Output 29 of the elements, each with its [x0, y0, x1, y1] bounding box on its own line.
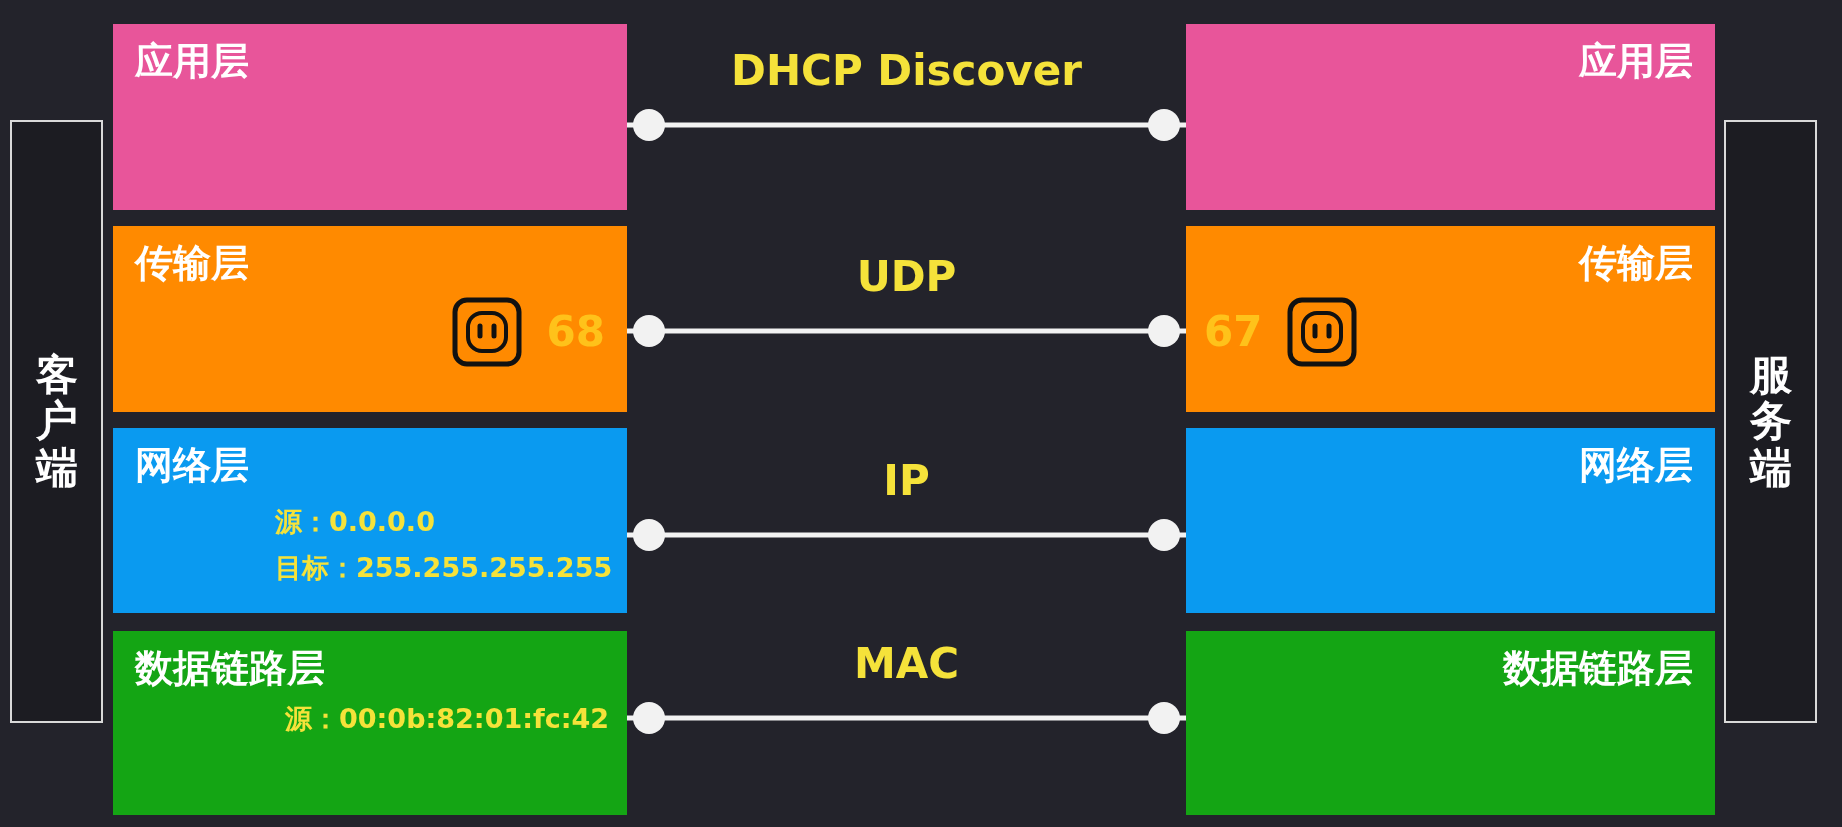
- layer-title: 应用层: [1579, 42, 1693, 80]
- address-text: 源：0.0.0.0: [275, 508, 435, 535]
- layer-box: [113, 226, 627, 412]
- address-text: 目标：255.255.255.255: [275, 554, 613, 581]
- layer-box: [1186, 24, 1715, 210]
- port-number: 67: [1204, 311, 1263, 353]
- layer-box: [1186, 631, 1715, 815]
- side-label-box: [1724, 120, 1817, 723]
- layer-box: [1186, 226, 1715, 412]
- layer-box: [113, 428, 627, 613]
- side-label-box: [10, 120, 103, 723]
- layer-title: 网络层: [135, 446, 249, 484]
- layer-box: [113, 24, 627, 210]
- layer-title: 网络层: [1579, 446, 1693, 484]
- side-label: 客户端: [35, 352, 78, 491]
- connector-line: [627, 702, 1186, 734]
- side-label: 服务端: [1749, 352, 1792, 491]
- connector-line: [627, 315, 1186, 347]
- layer-title: 传输层: [135, 244, 249, 282]
- layer-title: 数据链路层: [135, 649, 325, 687]
- connector-line: [627, 109, 1186, 141]
- layer-box: [113, 631, 627, 815]
- layer-title: 传输层: [1579, 244, 1693, 282]
- port-number: 68: [546, 311, 605, 353]
- layer-title: 应用层: [135, 42, 249, 80]
- address-text: 源：00:0b:82:01:fc:42: [285, 705, 610, 732]
- layer-title: 数据链路层: [1503, 649, 1693, 687]
- layer-box: [1186, 428, 1715, 613]
- connector-line: [627, 519, 1186, 551]
